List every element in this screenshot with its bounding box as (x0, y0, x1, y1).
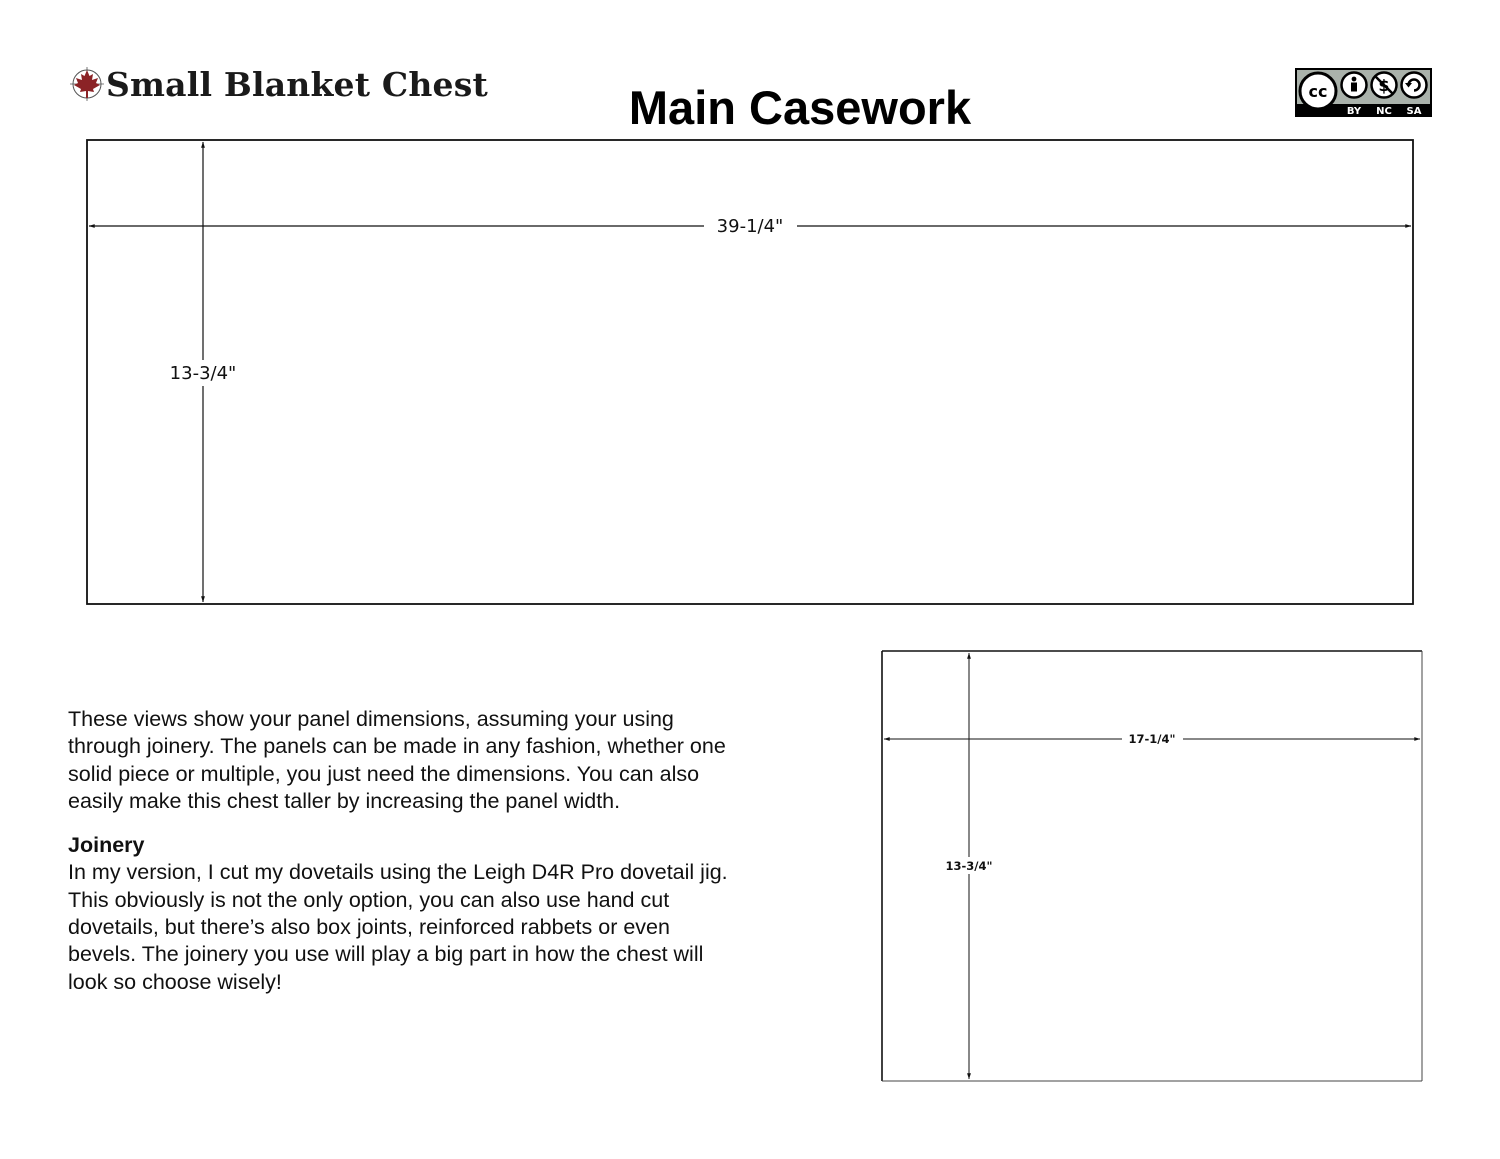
side-width-label: 17-1/4" (1129, 732, 1176, 746)
maple-leaf-compass-icon (70, 67, 104, 101)
license-term-by: BY (1347, 106, 1362, 117)
body-text: These views show your panel dimensions, … (68, 706, 728, 1013)
cc-license-badge: cc $ BY NC SA (1295, 68, 1432, 117)
front-panel-outline (86, 139, 1414, 605)
cc-icon (1298, 71, 1338, 111)
brand-title: Small Blanket Chest (106, 64, 488, 104)
joinery-heading: Joinery (68, 833, 145, 858)
side-height-label: 13-3/4" (946, 859, 993, 873)
page-title: Main Casework (628, 81, 972, 134)
joinery-section: Joinery In my version, I cut my dovetail… (68, 832, 728, 996)
front-panel-drawing: 39-1/4" 13-3/4" (86, 139, 1414, 605)
sharealike-icon (1400, 71, 1428, 99)
front-width-label: 39-1/4" (717, 216, 784, 237)
front-height-label: 13-3/4" (170, 363, 237, 384)
brand-logo: Small Blanket Chest (68, 64, 488, 104)
license-term-sa: SA (1407, 106, 1422, 117)
cc-label: cc (1309, 82, 1328, 101)
license-term-nc: NC (1376, 106, 1392, 117)
intro-paragraph: These views show your panel dimensions, … (68, 707, 726, 813)
side-panel-drawing: 17-1/4" 13-3/4" (881, 650, 1423, 1082)
joinery-paragraph: In my version, I cut my dovetails using … (68, 860, 728, 994)
